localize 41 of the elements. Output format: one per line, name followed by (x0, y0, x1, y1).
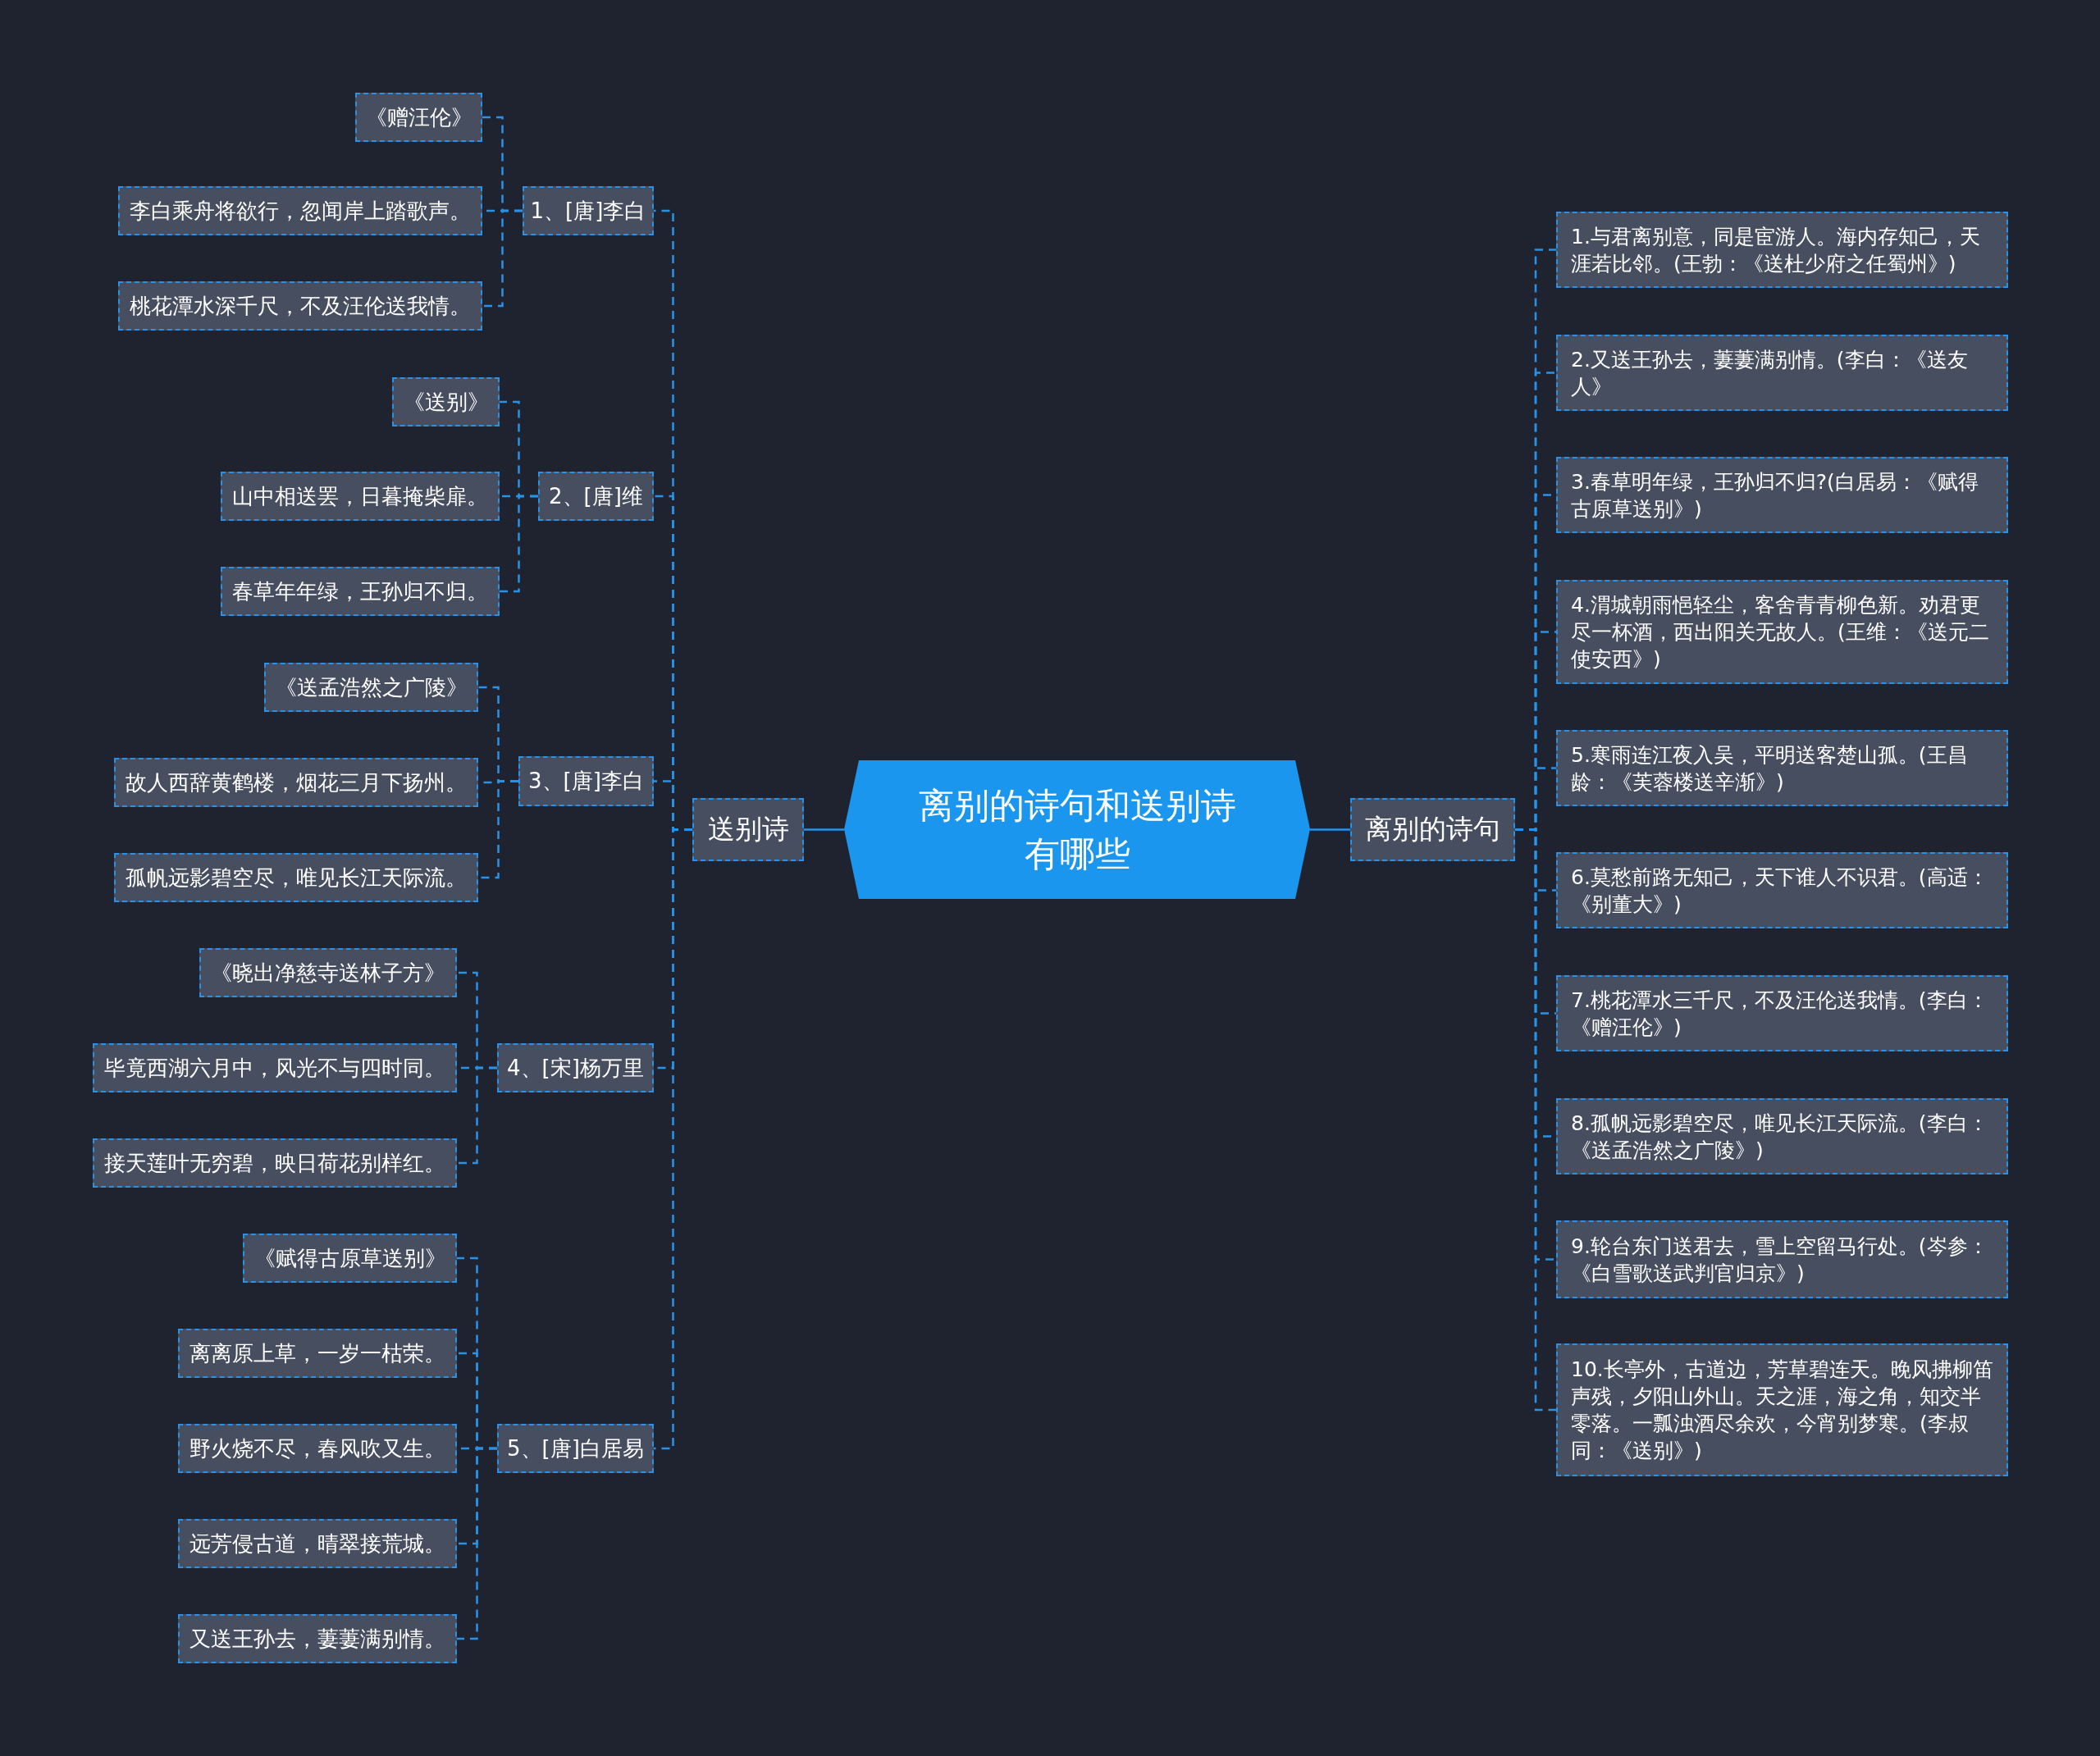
branch-box: 离别的诗句 (1350, 798, 1515, 861)
quote-box: 4.渭城朝雨悒轻尘，客舍青青柳色新。劝君更尽一杯酒，西出阳关无故人。(王维：《送元二使安西》) (1556, 580, 2008, 684)
topic-box: 《晓出净慈寺送林子方》 (199, 948, 457, 997)
topic-box: 桃花潭水深千尺，不及汪伦送我情。 (118, 281, 482, 331)
quote-box: 8.孤帆远影碧空尽，唯见长江天际流。(李白：《送孟浩然之广陵》) (1556, 1098, 2008, 1174)
topic-box: 毕竟西湖六月中，风光不与四时同。 (93, 1043, 457, 1092)
branch-box: 送别诗 (692, 798, 804, 861)
topic-box: 《送孟浩然之广陵》 (264, 663, 478, 712)
topic-box: 1、[唐]李白 (523, 186, 654, 235)
topic-box: 接天莲叶无穷碧，映日荷花别样红。 (93, 1138, 457, 1188)
topic-box: 孤帆远影碧空尽，唯见长江天际流。 (114, 853, 478, 902)
topic-box: 山中相送罢，日暮掩柴扉。 (221, 472, 500, 521)
connector (804, 828, 844, 831)
topic-box: 故人西辞黄鹤楼，烟花三月下扬州。 (114, 758, 478, 807)
topic-box: 离离原上草，一岁一枯荣。 (178, 1329, 457, 1378)
topic-box: 春草年年绿，王孙归不归。 (221, 567, 500, 616)
quote-box: 3.春草明年绿，王孙归不归?(白居易：《赋得古原草送别》) (1556, 457, 2008, 533)
topic-box: 3、[唐]李白 (518, 756, 654, 806)
connector (1310, 828, 1350, 831)
quote-box: 9.轮台东门送君去，雪上空留马行处。(岑参：《白雪歌送武判官归京》) (1556, 1220, 2008, 1298)
quote-box: 7.桃花潭水三千尺，不及汪伦送我情。(李白：《赠汪伦》) (1556, 975, 2008, 1051)
topic-box: 《赋得古原草送别》 (243, 1234, 457, 1283)
topic-box: 《送别》 (392, 377, 500, 426)
topic-box: 李白乘舟将欲行，忽闻岸上踏歌声。 (118, 186, 482, 235)
quote-box: 5.寒雨连江夜入吴，平明送客楚山孤。(王昌龄：《芙蓉楼送辛渐》) (1556, 730, 2008, 806)
connector (500, 495, 538, 593)
topic-box: 又送王孙去，萋萋满别情。 (178, 1614, 457, 1663)
topic-box: 5、[唐]白居易 (497, 1424, 654, 1473)
central-topic: 离别的诗句和送别诗有哪些 (844, 760, 1310, 899)
quote-box: 10.长亭外，古道边，芳草碧连天。晚风拂柳笛声残，夕阳山外山。天之涯，海之角，知交半零落。一瓢浊酒尽余欢，今宵别梦寒。(李叔同：《送别》) (1556, 1343, 2008, 1476)
topic-box: 《赠汪伦》 (355, 93, 482, 142)
quote-box: 2.又送王孙去，萋萋满别情。(李白：《送友人》 (1556, 335, 2008, 411)
topic-box: 4、[宋]杨万里 (497, 1043, 654, 1092)
connector (457, 1447, 497, 1640)
quote-box: 1.与君离别意，同是宦游人。海内存知己，天涯若比邻。(王勃：《送杜少府之任蜀州》) (1556, 212, 2008, 288)
connector (457, 1066, 497, 1165)
topic-box: 远芳侵古道，晴翠接荒城。 (178, 1519, 457, 1568)
topic-box: 野火烧不尽，春风吹又生。 (178, 1424, 457, 1473)
topic-box: 2、[唐]维 (538, 472, 654, 521)
quote-box: 6.莫愁前路无知己，天下谁人不识君。(高适：《别董大》) (1556, 852, 2008, 928)
connector (482, 209, 523, 308)
